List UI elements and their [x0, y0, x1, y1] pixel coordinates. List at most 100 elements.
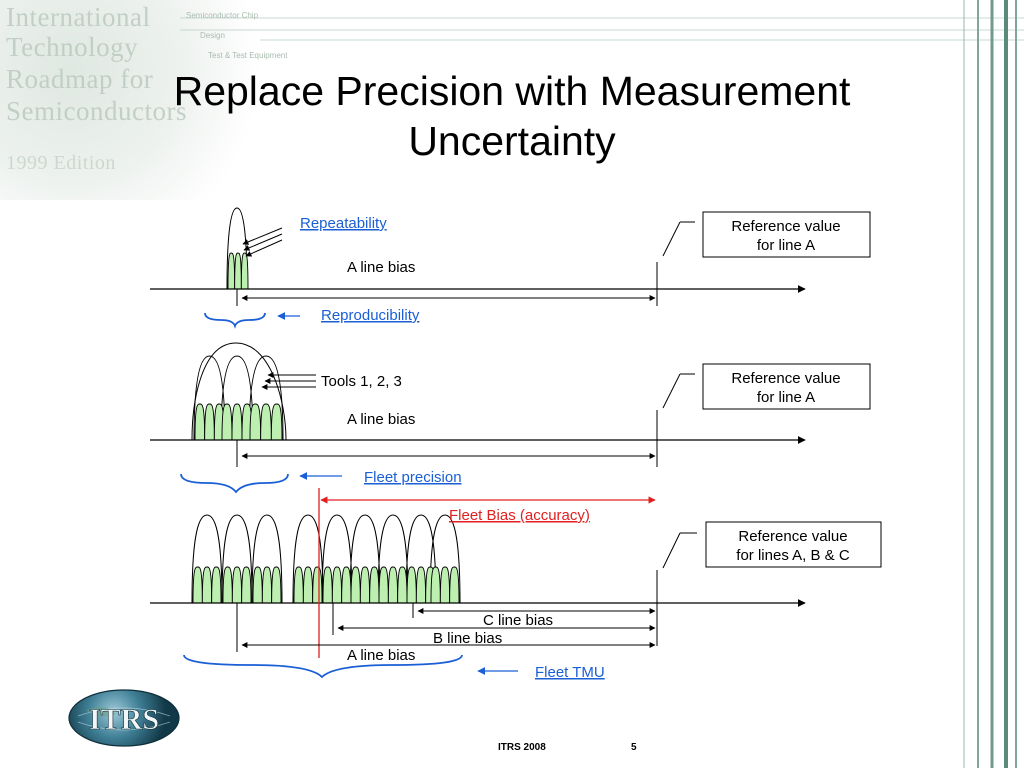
tool-envelopes [191, 514, 461, 604]
a-line-bias-label: A line bias [347, 411, 415, 428]
tool-peaks [194, 403, 283, 441]
c-line-bias-label: C line bias [483, 612, 553, 629]
reference-label: for lines A, B & C [736, 547, 850, 564]
distribution-peak [192, 566, 203, 604]
distribution-peak [227, 252, 236, 290]
distribution-peak [249, 403, 262, 441]
distribution-peak [302, 566, 314, 604]
tool-peaks [192, 566, 460, 604]
reference-label: Reference value [738, 528, 847, 545]
distribution-peak [378, 566, 389, 604]
top-right-lines [180, 17, 1024, 41]
tool-envelope [221, 514, 253, 604]
distribution-peak [231, 566, 243, 604]
distribution-peak [240, 252, 249, 290]
fleet-bias-label: Fleet Bias (accuracy) [449, 507, 590, 524]
distribution-peak [387, 566, 399, 604]
panel-3: Fleet Bias (accuracy) C line bias B line… [150, 488, 882, 681]
tool-envelope [191, 514, 223, 604]
distribution-peak [211, 566, 222, 604]
distribution-peak [359, 566, 371, 604]
repeatability-peaks [227, 252, 249, 290]
distribution-peak [341, 566, 352, 604]
pointer-arrow [243, 233, 283, 251]
reference-label: Reference value [731, 218, 840, 235]
distribution-peak [201, 566, 213, 604]
logo-globe [68, 689, 180, 747]
reference-label: for line A [757, 389, 815, 406]
distribution-peak [252, 566, 263, 604]
panel-2: Tools 1, 2, 3 A line bias Fleet precisio… [150, 342, 871, 494]
reference-label: Reference value [731, 370, 840, 387]
distribution-peak [261, 566, 273, 604]
distribution-peak [204, 403, 215, 441]
fleet-tmu-label: Fleet TMU [535, 664, 605, 681]
tool-envelope [251, 514, 283, 604]
distribution-peak [350, 566, 361, 604]
fleet-precision-brace [180, 473, 289, 494]
watermark-line: Semiconductors [6, 96, 187, 126]
distribution-peak [221, 403, 233, 441]
distribution-peak [234, 252, 242, 290]
footer-label: ITRS 2008 [498, 742, 546, 753]
distribution-peak [415, 566, 427, 604]
logo-text: ITRS [89, 703, 159, 736]
distribution-peak [397, 566, 408, 604]
distribution-peak [331, 566, 343, 604]
watermark-line: Technology [6, 32, 139, 62]
a-line-bias-label: A line bias [347, 647, 415, 664]
reproducibility-brace [204, 312, 266, 329]
fleet-precision-label: Fleet precision [364, 469, 462, 486]
reproducibility-label: Reproducibility [321, 307, 420, 324]
tool-envelope [429, 514, 461, 604]
itrs-logo: ITRS [68, 689, 180, 747]
reference-box [702, 363, 871, 410]
panel-1: Repeatability A line bias Reproducibilit… [150, 207, 871, 329]
distribution-peak [271, 566, 282, 604]
tool-envelope [405, 514, 437, 604]
watermark-line: International [6, 2, 151, 32]
distribution-peak [439, 566, 451, 604]
tool-envelope [220, 355, 254, 441]
reference-pointer [662, 532, 681, 569]
distribution-peak [222, 566, 233, 604]
watermark-line: 1999 Edition [6, 152, 116, 174]
distribution-peak [406, 566, 417, 604]
distribution-peak [260, 403, 272, 441]
itrs-watermark: International Technology Roadmap for Sem… [2, 2, 186, 182]
pointer-arrow [245, 239, 283, 257]
distribution-peak [241, 566, 252, 604]
tool-envelope [349, 514, 381, 604]
a-line-bias-label: A line bias [347, 259, 415, 276]
pointer-arrow [242, 227, 283, 245]
tools-label: Tools 1, 2, 3 [321, 373, 402, 390]
tool-envelope [248, 355, 284, 441]
watermark-menu: Semiconductor Chip Design Test & Test Eq… [186, 6, 287, 66]
reference-box [702, 211, 871, 258]
distribution-peak [430, 566, 441, 604]
repeatability-label: Repeatability [300, 215, 387, 232]
watermark-menu-item: Test & Test Equipment [208, 51, 288, 60]
reference-label: for line A [757, 237, 815, 254]
reference-pointer [662, 221, 681, 257]
distribution-peak [312, 566, 323, 604]
slide-title: Replace Precision with Measurement Uncer… [173, 68, 851, 164]
fleet-envelope [191, 342, 287, 441]
watermark-menu-item: Semiconductor Chip [186, 11, 259, 20]
distribution-peak [270, 403, 283, 441]
reference-box [705, 521, 882, 568]
tool-envelope [377, 514, 409, 604]
distribution-peak [194, 403, 206, 441]
distribution-peak [369, 566, 380, 604]
distribution-peak [449, 566, 460, 604]
b-line-bias-label: B line bias [433, 630, 502, 647]
page-number: 5 [631, 742, 637, 753]
watermark-menu-item: Design [200, 31, 225, 40]
distribution-peak [231, 403, 243, 441]
right-frame [963, 0, 1017, 768]
reference-pointer [662, 373, 681, 409]
tool-envelope [292, 514, 324, 604]
tool-envelope [321, 514, 353, 604]
distribution-peak [293, 566, 304, 604]
